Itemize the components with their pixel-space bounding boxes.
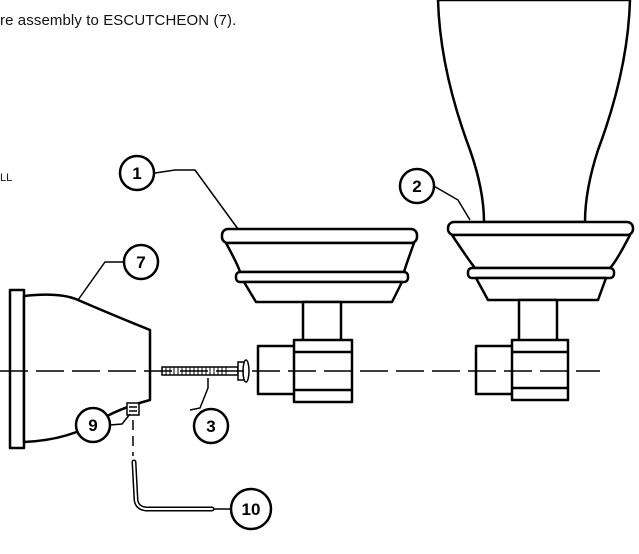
callout-2-number: 2	[412, 177, 421, 196]
hex-key-inner	[133, 461, 213, 510]
callout-2-circle	[398, 167, 436, 205]
callout-9-number: 9	[88, 416, 97, 435]
callout-10-circle	[229, 487, 273, 531]
side-label-fragment: LL	[0, 172, 13, 184]
callout-3-circle	[192, 407, 230, 445]
callout-3-number: 3	[206, 417, 215, 436]
instruction-text: re assembly to ESCUTCHEON (7).	[0, 12, 237, 29]
callout-7-number: 7	[136, 253, 145, 272]
hex-key-part-10	[131, 459, 215, 512]
callout-10-number: 10	[242, 500, 261, 519]
handle-part-1	[220, 227, 419, 404]
callout-9-circle	[74, 406, 112, 444]
callout-1-number: 1	[132, 164, 141, 183]
callout-7-circle	[122, 243, 160, 281]
set-screw-part-9	[126, 402, 140, 416]
leader-lines	[77, 169, 471, 510]
spout-part-2	[436, 0, 635, 402]
callout-1-circle	[118, 154, 156, 192]
escutcheon-part-7	[8, 288, 152, 450]
